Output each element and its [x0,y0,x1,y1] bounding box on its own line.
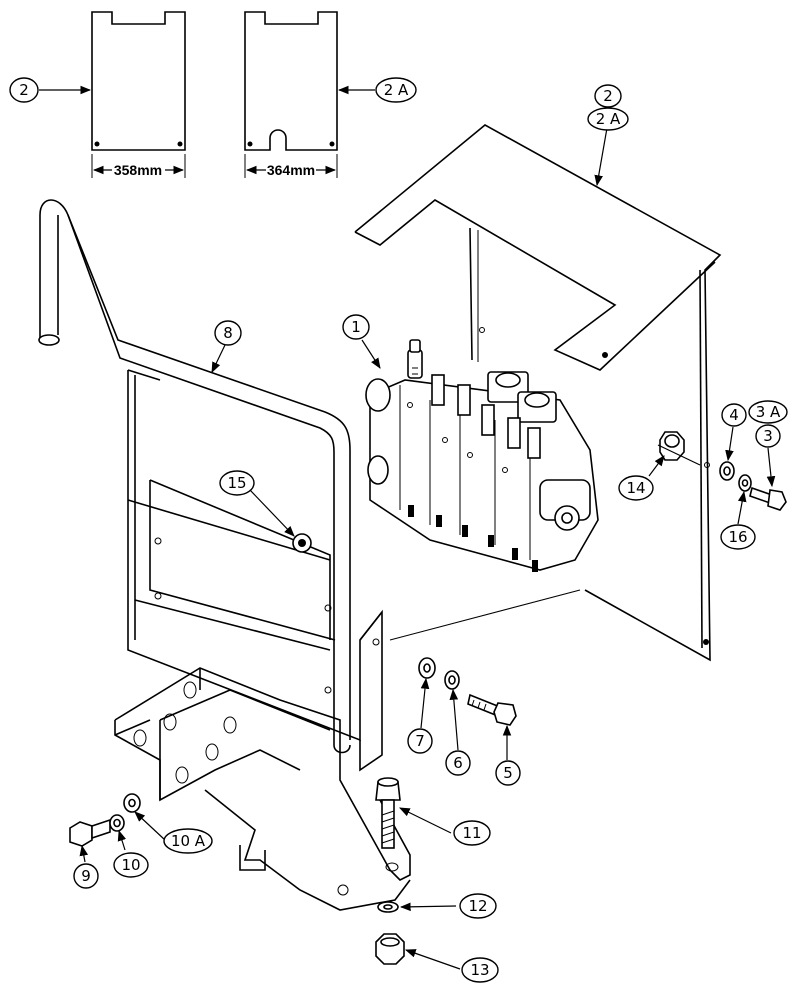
svg-text:15: 15 [227,474,246,492]
hardware-nut-14 [659,431,685,461]
callout-3a: 3 A [748,400,788,424]
svg-text:8: 8 [223,324,233,342]
hardware-washer-10a [123,793,141,813]
plate-2a-width-label: 364mm [267,162,315,178]
callout-2a-top: 2 A [587,107,629,131]
svg-text:7: 7 [415,732,425,750]
callout-16: 16 [720,524,756,550]
callout-2-top: 2 [594,84,622,108]
callout-5: 5 [495,760,521,786]
hardware-lockwasher-10 [109,814,125,832]
callout-2a-right: 2 A [375,77,417,103]
hardware-bolt-11 [375,777,401,849]
callout-14: 14 [618,475,654,501]
hardware-washer-7 [418,657,436,679]
hardware-washer-4 [719,461,735,481]
valve-cover-bracket [354,124,722,662]
callout-10: 10 [113,852,149,878]
svg-text:2: 2 [19,81,29,99]
callout-2-left: 2 [9,77,39,103]
mounting-bracket [127,369,383,772]
svg-text:1: 1 [351,318,361,336]
leader-lines [39,85,776,970]
callout-11: 11 [453,820,491,846]
hardware-washer-12 [377,901,399,913]
cover-plate-2a [244,11,338,151]
plate-2-width-label: 358mm [114,162,162,178]
plate-2-width-dimension: 358mm [91,154,186,178]
svg-text:4: 4 [729,406,739,424]
hardware-bolt-3 [749,486,787,511]
plate-2a-width-dimension: 364mm [244,154,338,178]
callout-13: 13 [461,957,499,983]
svg-text:11: 11 [462,824,481,842]
cover-plate-2 [91,11,186,151]
callout-4: 4 [721,403,747,427]
svg-text:3: 3 [763,427,773,445]
svg-text:14: 14 [626,479,645,497]
svg-text:10: 10 [121,856,140,874]
svg-text:2: 2 [603,87,613,105]
hardware-bolt-9 [69,818,111,847]
callout-10a: 10 A [163,828,213,854]
svg-text:9: 9 [81,867,91,885]
svg-text:2 A: 2 A [596,110,621,128]
hardware-lockwasher-16 [738,474,752,492]
svg-text:16: 16 [728,528,747,546]
callout-6: 6 [445,750,471,776]
svg-text:2 A: 2 A [384,81,409,99]
callout-3: 3 [755,424,781,448]
hardware-nut-13 [375,933,405,965]
svg-text:3 A: 3 A [756,403,781,421]
callout-7: 7 [407,728,433,754]
callout-12: 12 [459,893,497,919]
svg-text:5: 5 [503,764,513,782]
svg-text:13: 13 [470,961,489,979]
hardware-bolt-5 [467,693,517,726]
lower-mounting-frame [114,667,411,911]
grab-handle [38,199,351,754]
svg-text:6: 6 [453,754,463,772]
callout-9: 9 [73,863,99,889]
callout-1: 1 [342,314,370,340]
callout-8: 8 [214,320,242,346]
callout-15: 15 [219,470,255,496]
hardware-lockwasher-6 [444,670,460,690]
control-valve [365,339,599,572]
svg-text:12: 12 [468,897,487,915]
svg-text:10 A: 10 A [171,832,206,850]
